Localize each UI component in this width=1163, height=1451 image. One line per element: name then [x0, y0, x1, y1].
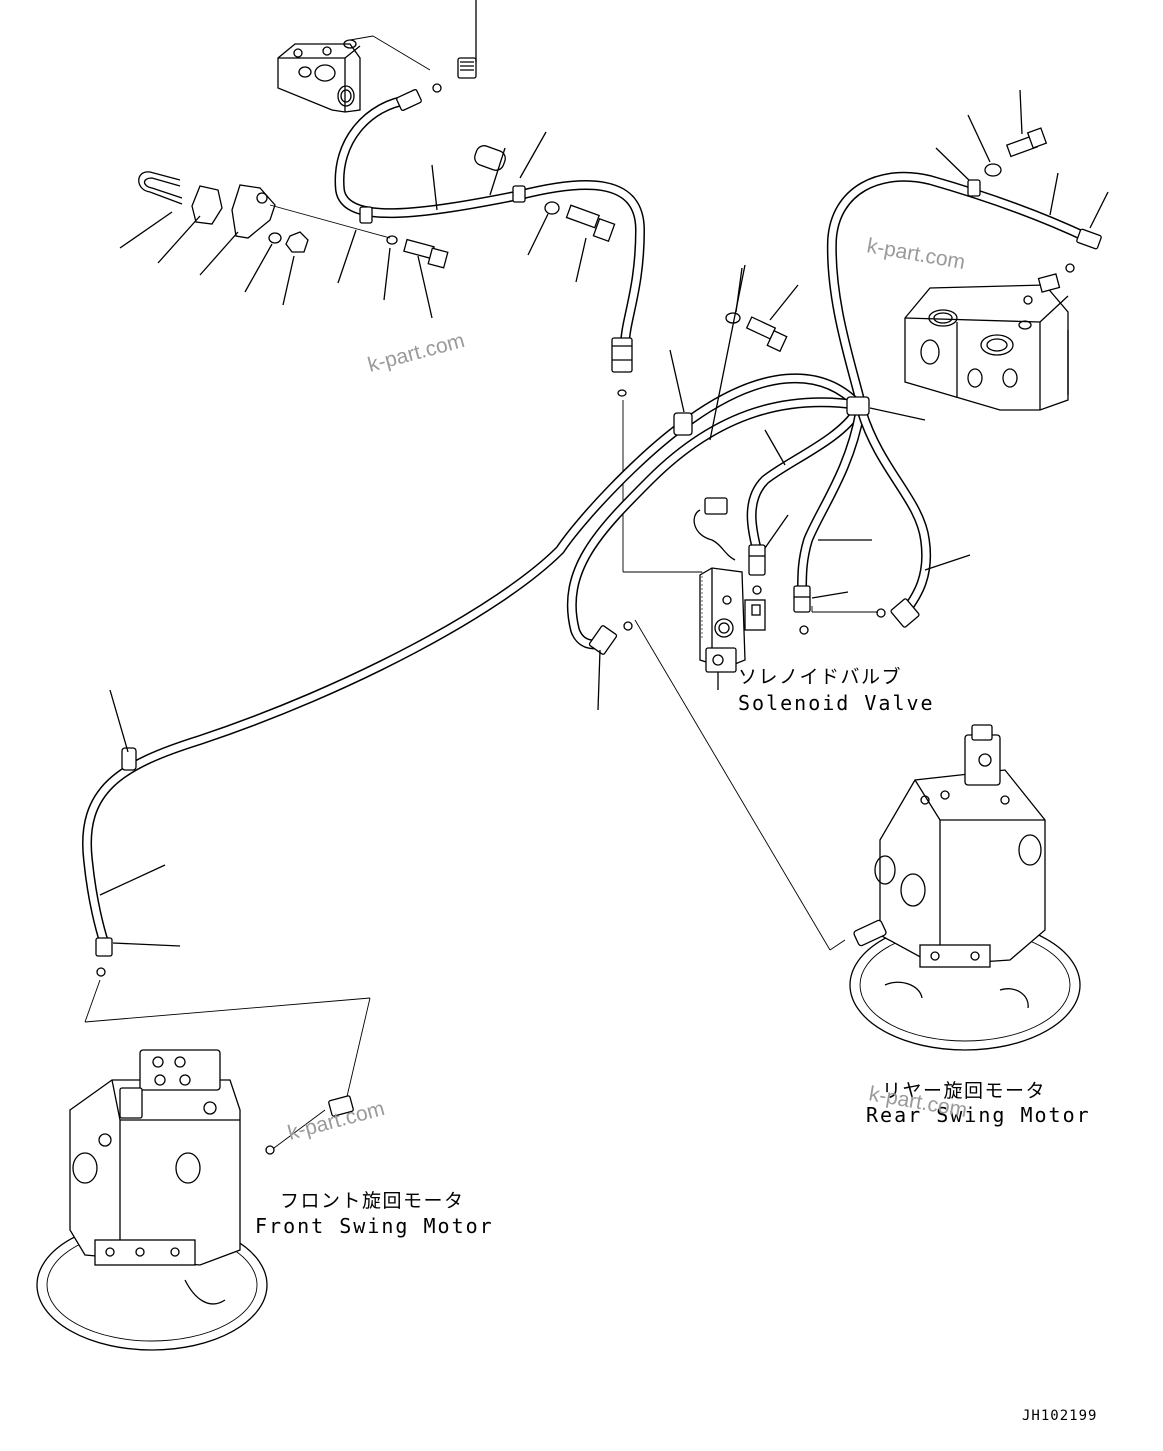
top-fitting: [457, 0, 477, 79]
bolt-b: [565, 204, 616, 243]
solenoid-valve-label-jp: ソレノイドバルブ: [738, 665, 902, 688]
front-swing-motor-label-en: Front Swing Motor: [255, 1214, 494, 1238]
drawing-code: JH102199: [1022, 1408, 1097, 1424]
right-valve-block: [904, 284, 1069, 411]
top-valve-block: [277, 43, 361, 113]
rear-swing-motor-label-en: Rear Swing Motor: [866, 1103, 1091, 1127]
bolt-a: [403, 238, 449, 269]
bracket: [231, 184, 276, 239]
rear-swing-motor-label-jp: リヤー旋回モータ: [882, 1080, 1046, 1102]
rear-swing-motor: [849, 724, 1081, 1051]
hose-right-loop: [826, 171, 1093, 405]
solenoid-valve-label-en: Solenoid Valve: [738, 691, 935, 715]
solenoid-valve: [693, 497, 766, 690]
watermark-2: k-part.com: [865, 234, 967, 274]
u-bolt: [138, 171, 183, 205]
right-fitting: [1037, 273, 1061, 293]
clamp-plate: [191, 185, 223, 225]
front-swing-motor: [36, 1049, 268, 1351]
spacer: [474, 145, 506, 171]
front-swing-motor-label-jp: フロント旋回モータ: [280, 1190, 465, 1212]
front-fitting: [328, 1095, 354, 1117]
bolt-d: [745, 316, 788, 353]
watermark-1: k-part.com: [365, 329, 467, 377]
hose-bundle: [82, 373, 932, 950]
bolt-c: [1005, 127, 1048, 158]
